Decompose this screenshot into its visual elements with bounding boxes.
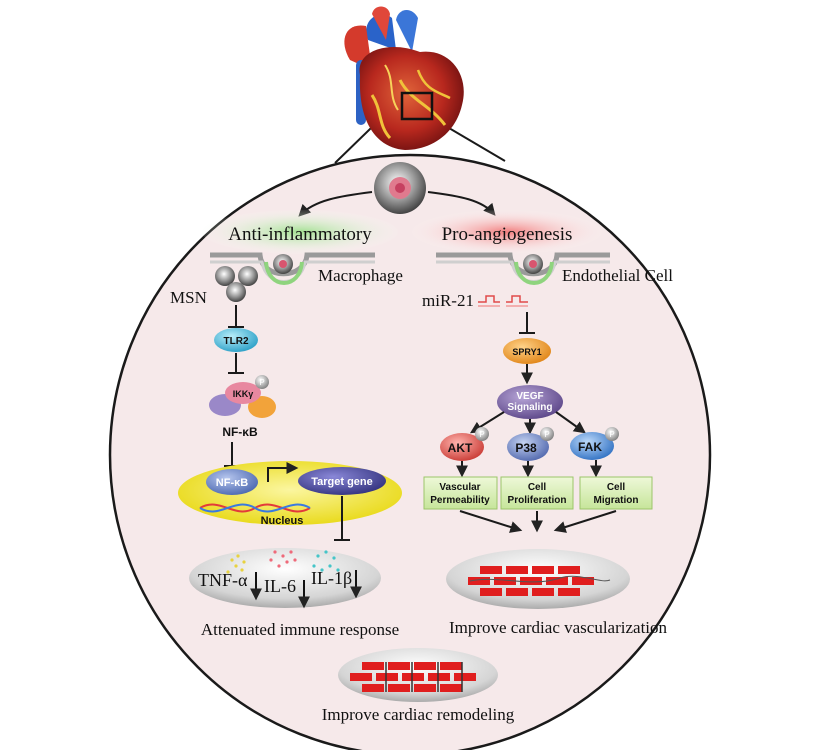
pro-angiogenesis-label: Pro-angiogenesis <box>442 224 573 245</box>
il1b-label: IL-1β <box>311 568 352 588</box>
target-gene-node <box>298 467 386 495</box>
remodeling-connectors <box>385 662 463 692</box>
msn-particles <box>215 266 258 302</box>
vessel-line <box>469 575 611 583</box>
svg-text:Cell: Cell <box>607 482 626 493</box>
svg-text:Permeability: Permeability <box>430 495 490 506</box>
spry1-label: SPRY1 <box>512 347 541 357</box>
p38-label: P38 <box>515 441 537 455</box>
tlr2-node <box>214 328 258 352</box>
dna-strand-blue <box>199 503 311 513</box>
spry1-node <box>503 338 551 364</box>
svg-text:Migration: Migration <box>594 495 639 506</box>
svg-text:P: P <box>479 430 484 439</box>
ikk-label: IKKγ <box>233 389 254 399</box>
vegf-to-fak-arrow <box>555 411 586 434</box>
nucleus-label: Nucleus <box>261 515 304 527</box>
akt-label: AKT <box>448 441 473 455</box>
fak-node <box>570 432 614 460</box>
gene-activation-arrow <box>267 462 299 482</box>
svg-text:Cell: Cell <box>528 482 547 493</box>
anti-inflammatory-label: Anti-inflammatory <box>228 224 372 245</box>
vegf-line2: Signaling <box>508 402 553 413</box>
cytokine-dots <box>226 550 340 574</box>
cardiac-tissue-blocks <box>468 566 594 596</box>
nanoparticle-icon <box>374 162 426 214</box>
svg-text:P: P <box>609 430 614 439</box>
endothelial-cell-label: Endothelial Cell <box>562 266 673 285</box>
heart-illustration <box>344 6 464 150</box>
macrophage-membrane <box>210 252 375 285</box>
il6-label: IL-6 <box>264 576 296 596</box>
akt-phospho-icon <box>475 427 489 441</box>
attenuated-immune-label: Attenuated immune response <box>201 620 399 639</box>
tnf-label: TNF-α <box>198 570 248 590</box>
svg-text:Proliferation: Proliferation <box>508 495 567 506</box>
improve-remodeling-label: Improve cardiac remodeling <box>322 705 515 724</box>
cell-migration-box <box>579 476 653 510</box>
mir21-label: miR-21 <box>422 291 474 310</box>
cytokine-plate <box>189 548 381 608</box>
vascular-permeability-box <box>423 476 498 510</box>
mirna-strand-icon <box>478 295 528 307</box>
anti-inflammatory-glow <box>202 210 398 254</box>
target-gene-label: Target gene <box>311 476 373 488</box>
pro-angiogenesis-glow <box>412 210 602 254</box>
fak-label: FAK <box>578 440 602 454</box>
cell-proliferation-box <box>500 476 574 510</box>
ikk-complex <box>209 382 276 418</box>
msn-label: MSN <box>170 288 207 307</box>
nfkb-label: NF-κB <box>222 425 258 439</box>
nfkb-node-label: NF-κB <box>216 477 248 489</box>
svg-text:P: P <box>544 430 549 439</box>
akt-node <box>440 433 484 461</box>
vegf-signaling-node <box>497 385 563 419</box>
macrophage-label: Macrophage <box>318 266 403 285</box>
endothelial-membrane <box>436 252 610 285</box>
down-arrows <box>250 570 362 609</box>
phospho-icon <box>255 375 269 389</box>
heart-zoom-square <box>400 91 434 121</box>
improve-vascularization-label: Improve cardiac vascularization <box>449 618 668 637</box>
svg-text:Vascular: Vascular <box>439 482 480 493</box>
fak-phospho-icon <box>605 427 619 441</box>
p38-phospho-icon <box>540 427 554 441</box>
tlr2-label: TLR2 <box>224 336 249 347</box>
svg-text:P: P <box>259 378 264 387</box>
nfkb-node <box>206 469 258 495</box>
vegf-to-akt-arrow <box>469 411 505 434</box>
vegf-line1: VEGF <box>516 391 543 402</box>
remodeling-tissue-blocks <box>350 662 476 692</box>
p38-node <box>507 433 549 461</box>
